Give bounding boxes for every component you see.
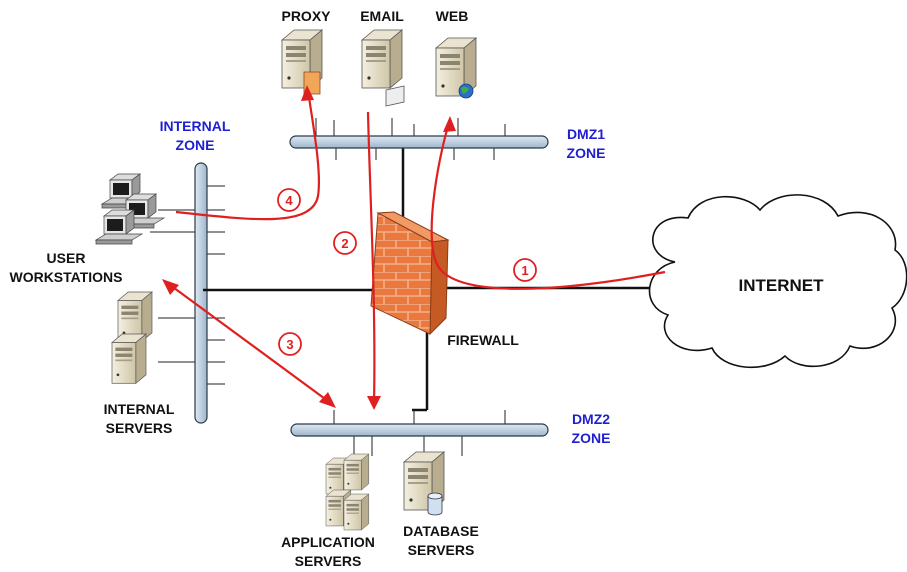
- traffic-flows: [165, 89, 666, 405]
- flow-1-arrow: [430, 119, 666, 290]
- internet-label: INTERNET: [739, 276, 825, 295]
- flow-3-arrow: [165, 281, 333, 405]
- flow-marker-2: 2: [333, 231, 357, 255]
- email-server: [361, 29, 405, 107]
- database-server: [403, 451, 445, 516]
- dmz1-network-bus: [289, 118, 549, 160]
- flow-4-arrow: [175, 89, 321, 221]
- svg-text:1: 1: [521, 263, 528, 278]
- user-workstations-label-line1: USER: [47, 250, 86, 266]
- application-servers-label-line2: SERVERS: [295, 553, 362, 569]
- svg-text:2: 2: [341, 236, 348, 251]
- user-workstations: [95, 173, 165, 245]
- database-servers-label-line1: DATABASE: [403, 523, 479, 539]
- application-servers: [325, 453, 370, 531]
- svg-text:4: 4: [285, 193, 293, 208]
- dmz2-network-bus: [290, 410, 549, 456]
- flow-marker-3: 3: [278, 332, 302, 356]
- globe-icon: [458, 83, 474, 99]
- application-servers-label-line1: APPLICATION: [281, 534, 375, 550]
- brick-firewall-icon: [370, 211, 450, 336]
- dmz1-zone-label-line1: DMZ1: [567, 126, 605, 142]
- internal-zone-label-line1: INTERNAL: [160, 118, 231, 134]
- firewall: [370, 211, 450, 336]
- proxy-label: PROXY: [281, 8, 331, 24]
- firewall-label: FIREWALL: [447, 332, 519, 348]
- server-tower-icon: [361, 29, 403, 89]
- svg-text:3: 3: [286, 337, 293, 352]
- web-label: WEB: [436, 8, 469, 24]
- database-cylinder-icon: [427, 492, 443, 516]
- cloud-icon: [648, 194, 907, 369]
- user-workstations-label-line2: WORKSTATIONS: [9, 269, 122, 285]
- server-tower-icon: [343, 493, 370, 531]
- internal-servers-label-line1: INTERNAL: [104, 401, 175, 417]
- web-server: [435, 37, 477, 99]
- internet-cloud: [648, 194, 907, 369]
- flow-marker-4: 4: [277, 188, 301, 212]
- proxy-server: [281, 29, 323, 95]
- flow-marker-1: 1: [513, 258, 537, 282]
- email-label: EMAIL: [360, 8, 404, 24]
- arrow-heads: [162, 85, 456, 410]
- internal-servers-label-line2: SERVERS: [106, 420, 173, 436]
- internal-zone-label-line2: ZONE: [176, 137, 215, 153]
- dmz2-zone-label-line1: DMZ2: [572, 411, 610, 427]
- server-tower-icon: [343, 453, 370, 491]
- dmz2-zone-label-line2: ZONE: [572, 430, 611, 446]
- dmz1-zone-label-line2: ZONE: [567, 145, 606, 161]
- internal-network-bus: [150, 162, 225, 424]
- server-tower-icon: [111, 333, 147, 384]
- database-servers-label-line2: SERVERS: [408, 542, 475, 558]
- internal-servers: [111, 291, 153, 384]
- flow-2-arrow: [366, 111, 376, 405]
